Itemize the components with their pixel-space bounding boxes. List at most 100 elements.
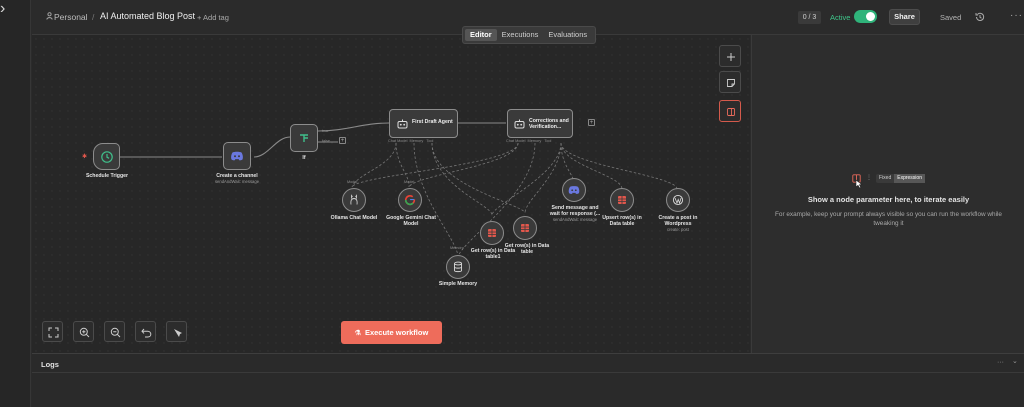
first-draft-agent-ports: Chat Model Memory Tool xyxy=(388,139,434,143)
node-schedule-trigger[interactable] xyxy=(93,143,120,170)
node-if[interactable] xyxy=(290,124,318,152)
focus-panel: ⋮ Fixed Expression Show a node parameter… xyxy=(751,35,1024,353)
tab-evaluations[interactable]: Evaluations xyxy=(548,30,588,39)
table-icon xyxy=(618,196,626,204)
ollama-icon xyxy=(350,194,358,205)
if-false-label: false xyxy=(322,139,331,143)
create-channel-label: Create a channel xyxy=(216,173,258,179)
production-checklist-counter[interactable]: 0 / 3 xyxy=(798,11,821,24)
mode-expression[interactable]: Expression xyxy=(894,174,925,183)
workflow-title[interactable]: AI Automated Blog Post xyxy=(100,11,196,21)
google-icon xyxy=(404,195,416,206)
drag-handle-icon: ⋮ xyxy=(866,175,872,181)
first-draft-agent-label: First Draft Agent xyxy=(412,119,453,125)
undo-icon xyxy=(141,328,152,338)
tab-editor[interactable]: Editor xyxy=(465,29,497,41)
toggle-knob xyxy=(866,12,875,21)
fit-view-button[interactable] xyxy=(42,321,63,342)
tab-executions[interactable]: Executions xyxy=(501,30,539,39)
zoom-in-button[interactable] xyxy=(73,321,94,342)
history-icon[interactable] xyxy=(974,11,986,23)
create-channel-subtitle: sendAndWait: message xyxy=(214,179,260,184)
mode-switch: Fixed Expression xyxy=(876,174,925,183)
schedule-trigger-label: Schedule Trigger xyxy=(85,173,129,179)
mode-fixed[interactable]: Fixed xyxy=(879,175,892,181)
add-node-button[interactable] xyxy=(719,45,741,67)
tidy-up-button[interactable] xyxy=(166,321,187,342)
database-icon xyxy=(454,261,462,273)
person-icon xyxy=(46,12,53,20)
if-label: If xyxy=(302,155,306,161)
upsert-label: Upsert row(s) in Data table xyxy=(602,215,642,227)
get-rows-1-label: Get row(s) in Data table1 xyxy=(470,248,516,260)
breadcrumb-separator: / xyxy=(92,12,95,22)
logs-chevron-down-icon[interactable]: ⌄ xyxy=(1012,358,1018,365)
focus-panel-description: For example, keep your prompt always vis… xyxy=(775,211,1002,227)
header-bar: Personal / AI Automated Blog Post + Add … xyxy=(32,0,1024,35)
node-gemini-chat-model[interactable] xyxy=(398,188,422,212)
corrections-add-output-button[interactable]: + xyxy=(588,119,595,126)
wordpress-label: Create a post in Wordpress xyxy=(658,215,698,227)
gemini-label: Google Gemini Chat Model xyxy=(386,215,436,227)
zoom-in-icon xyxy=(79,327,90,338)
memory-tag: Memory xyxy=(450,246,464,250)
discord-icon xyxy=(568,186,580,194)
logs-divider xyxy=(32,372,1024,373)
execute-workflow-button[interactable]: ⚗Execute workflow xyxy=(341,321,442,344)
sticky-note-icon xyxy=(727,79,735,87)
collapse-sidebar-chevron-icon[interactable]: › xyxy=(0,0,31,407)
zoom-out-button[interactable] xyxy=(104,321,125,342)
add-sticky-note-button[interactable] xyxy=(719,71,741,93)
simple-memory-label: Simple Memory xyxy=(438,281,478,287)
execute-workflow-label: Execute workflow xyxy=(364,328,429,337)
wordpress-subtitle: create: post xyxy=(667,227,689,232)
logs-title: Logs xyxy=(41,360,59,369)
zoom-out-icon xyxy=(110,327,121,338)
ollama-model-tag: Model xyxy=(347,180,358,184)
more-options-icon[interactable]: ··· xyxy=(1010,10,1023,21)
wordpress-icon xyxy=(672,194,684,206)
connection-lines xyxy=(120,122,678,258)
node-simple-memory[interactable] xyxy=(446,255,470,279)
trigger-bolt-icon: ✱ xyxy=(82,154,88,160)
robot-icon xyxy=(397,119,408,129)
send-message-subtitle: sendAndWait: message xyxy=(552,217,598,222)
robot-icon xyxy=(514,119,525,129)
logs-more-icon[interactable]: ··· xyxy=(997,359,1004,366)
plus-icon xyxy=(727,53,735,61)
if-add-output-button[interactable]: + xyxy=(339,137,346,144)
table-icon xyxy=(488,229,496,237)
node-corrections-agent[interactable]: Corrections and Verification... xyxy=(507,109,573,138)
node-ollama-chat-model[interactable] xyxy=(342,188,366,212)
node-upsert-rows[interactable] xyxy=(610,188,634,212)
send-message-label: Send message and wait for response (... xyxy=(549,205,601,217)
undo-button[interactable] xyxy=(135,321,156,342)
flask-icon: ⚗ xyxy=(354,330,361,337)
panel-right-icon xyxy=(727,108,735,116)
node-wordpress[interactable] xyxy=(666,188,690,212)
get-rows-2-label: Get row(s) in Data table xyxy=(504,243,550,255)
corrections-agent-label: Corrections and Verification... xyxy=(529,118,569,130)
node-get-rows-1[interactable] xyxy=(480,221,504,245)
logs-panel[interactable]: Logs ··· ⌄ xyxy=(32,353,1024,407)
if-branch-icon xyxy=(300,134,308,142)
node-create-channel[interactable] xyxy=(223,142,251,170)
active-toggle[interactable] xyxy=(854,10,877,23)
if-true-label: true xyxy=(322,129,329,133)
share-button[interactable]: Share xyxy=(889,9,920,25)
saved-status: Saved xyxy=(940,13,962,22)
toggle-focus-panel-button[interactable] xyxy=(719,100,741,122)
wand-icon xyxy=(174,329,182,337)
breadcrumb-project[interactable]: Personal xyxy=(54,12,88,22)
corrections-agent-ports: Chat Model Memory Tool xyxy=(506,139,552,143)
table-icon xyxy=(521,224,529,232)
node-get-rows-2[interactable] xyxy=(513,216,537,240)
view-tabs: Editor Executions Evaluations xyxy=(462,26,596,44)
ollama-label: Ollama Chat Model xyxy=(330,215,378,221)
node-send-message[interactable] xyxy=(562,178,586,202)
gemini-model-tag: Model xyxy=(404,180,415,184)
workflow-canvas[interactable]: ✱ Schedule Trigger Create a channel send… xyxy=(32,35,750,353)
clock-icon xyxy=(100,150,113,163)
add-tag-button[interactable]: + Add tag xyxy=(197,12,229,22)
node-first-draft-agent[interactable]: First Draft Agent xyxy=(389,109,458,138)
